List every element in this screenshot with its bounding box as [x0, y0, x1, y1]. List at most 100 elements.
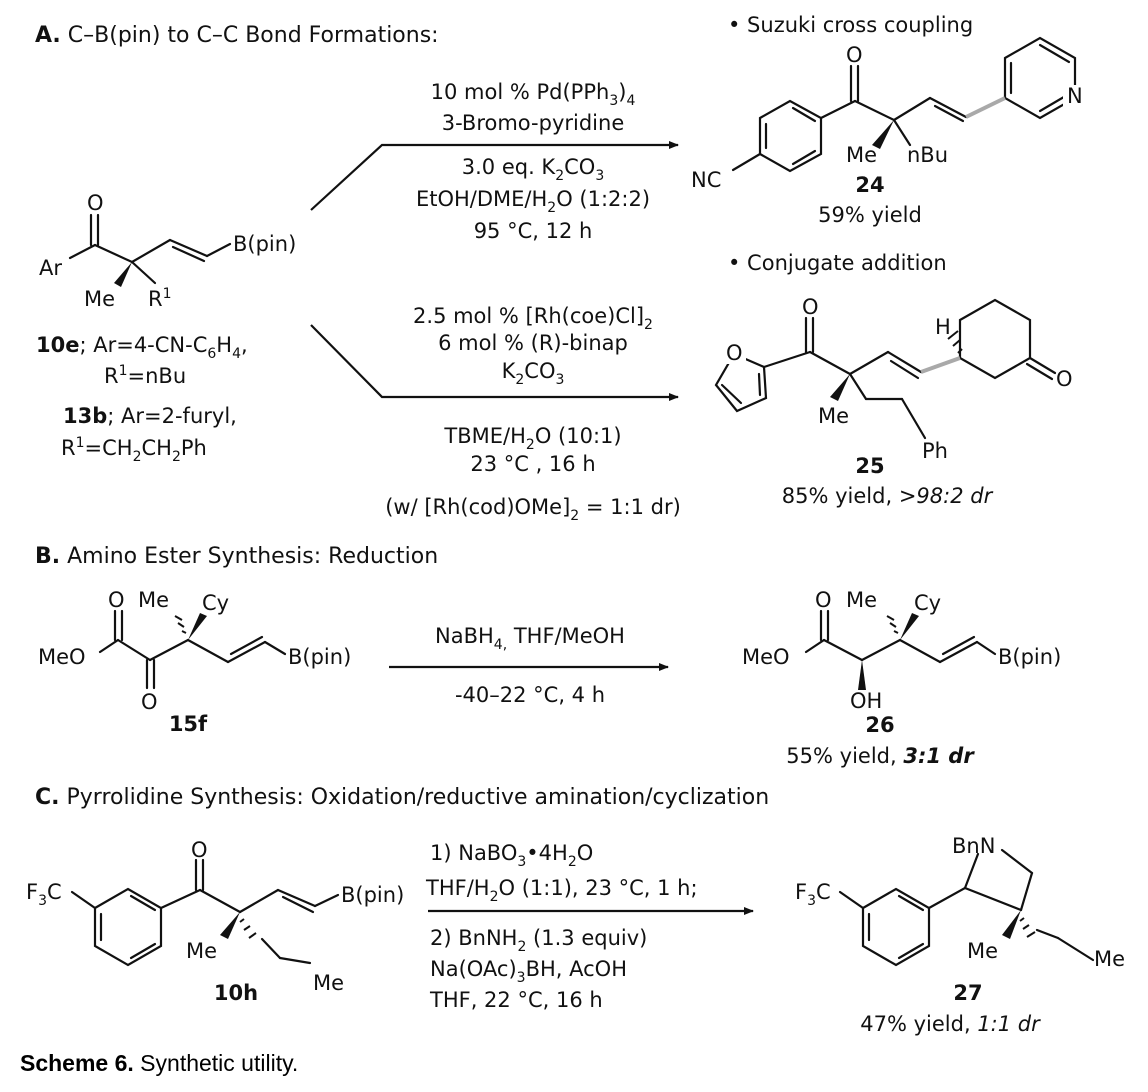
atom-cy: Cy	[914, 591, 941, 615]
atom-oh: OH	[850, 689, 882, 713]
atom-meo: MeO	[38, 645, 86, 669]
atom-bpin: B(pin)	[288, 645, 351, 669]
atom-o-top: O	[815, 588, 832, 612]
svg-text:10 mol % Pd(PPh3)4: 10 mol % Pd(PPh3)4	[431, 80, 636, 109]
atom-n: N	[1067, 84, 1083, 108]
svg-text:23 °C , 16 h: 23 °C , 16 h	[470, 452, 595, 476]
wedge-bond-26-oh	[858, 660, 866, 690]
atom-h: H	[935, 315, 951, 339]
svg-text:2) BnNH2 (1.3 equiv): 2) BnNH2 (1.3 equiv)	[430, 926, 647, 955]
wedge-bond-10h	[220, 912, 240, 939]
conjugate-addition-conditions: 2.5 mol % [Rh(coe)Cl]2 6 mol % (R)-binap…	[385, 304, 681, 524]
atom-bnn: BnN	[952, 834, 995, 858]
compound-25: 25	[855, 454, 884, 478]
starting-material-15f	[98, 609, 287, 690]
section-a-header: A. C–B(pin) to C–C Bond Formations:	[35, 23, 439, 48]
atom-me: Me	[967, 939, 998, 963]
hashed-bond-15f	[174, 615, 187, 634]
substrate-line-10e: 10e; Ar=4-CN-C6H4,	[36, 333, 248, 362]
atom-bpin: B(pin)	[233, 232, 296, 256]
compound-10h: 10h	[214, 981, 258, 1005]
atom-o: O	[191, 838, 208, 862]
atom-bpin: B(pin)	[998, 645, 1061, 669]
atom-cy: Cy	[202, 591, 229, 615]
scheme-caption: Scheme 6. Synthetic utility.	[20, 1050, 298, 1076]
atom-bpin: B(pin)	[341, 883, 404, 907]
atom-o-bottom: O	[141, 690, 158, 714]
suzuki-conditions: 10 mol % Pd(PPh3)4 3-Bromo-pyridine 3.0 …	[416, 80, 650, 243]
atom-me: Me	[138, 588, 169, 612]
section-b: B. Amino Ester Synthesis: Reduction MeO …	[35, 544, 1061, 768]
atom-meo: MeO	[742, 645, 790, 669]
wedge-bond-15f	[188, 613, 207, 640]
atom-o-top: O	[108, 588, 125, 612]
svg-text:K2CO3: K2CO3	[502, 359, 565, 388]
wedge-bond-27	[1002, 910, 1021, 939]
svg-text:(w/ [Rh(cod)OMe]2 = 1:1 dr): (w/ [Rh(cod)OMe]2 = 1:1 dr)	[385, 495, 681, 524]
atom-me-chain: Me	[1094, 947, 1125, 971]
svg-text:TBME/H2O (10:1): TBME/H2O (10:1)	[443, 424, 621, 453]
atom-me: Me	[846, 588, 877, 612]
atom-nc: NC	[691, 168, 721, 192]
svg-text:95 °C, 12 h: 95 °C, 12 h	[474, 219, 593, 243]
new-bond-25	[920, 356, 961, 374]
hashed-bond-25	[947, 330, 963, 354]
hashed-bond-26	[886, 615, 899, 634]
svg-text:6 mol % (R)-binap: 6 mol % (R)-binap	[438, 331, 628, 355]
svg-text:THF/H2O (1:1), 23 °C, 1 h;: THF/H2O (1:1), 23 °C, 1 h;	[425, 876, 698, 905]
product-27	[838, 848, 1095, 967]
compound-27: 27	[953, 981, 982, 1005]
atom-r1: R1	[148, 286, 172, 311]
yield-26: 55% yield, 3:1 dr	[786, 744, 975, 768]
svg-text:THF, 22 °C, 16 h: THF, 22 °C, 16 h	[429, 988, 603, 1012]
wedge-bond-24	[872, 120, 894, 149]
svg-text:EtOH/DME/H2O (1:2:2): EtOH/DME/H2O (1:2:2)	[416, 187, 650, 216]
substrate-line-r1-nbu: R1=nBu	[104, 363, 186, 388]
section-b-header: B. Amino Ester Synthesis: Reduction	[35, 544, 438, 569]
cyclization-conditions: 1) NaBO3•4H2O THF/H2O (1:1), 23 °C, 1 h;…	[425, 841, 698, 1012]
atom-o-ketone: O	[802, 295, 819, 319]
yield-27: 47% yield, 1:1 dr	[860, 1012, 1041, 1036]
atom-me: Me	[846, 143, 877, 167]
product-24	[731, 36, 1077, 173]
suzuki-title: • Suzuki cross coupling	[728, 13, 973, 37]
wedge-bond	[114, 262, 132, 287]
wedge-bond-25	[830, 374, 850, 401]
yield-24: 59% yield	[818, 203, 922, 227]
section-a: A. C–B(pin) to C–C Bond Formations: O Ar…	[35, 13, 1089, 524]
atom-f3c: F3C	[26, 880, 62, 909]
atom-ph: Ph	[922, 439, 948, 463]
branch-arrows	[310, 141, 679, 401]
reduction-conditions-line2: -40–22 °C, 4 h	[455, 683, 605, 707]
hashed-bond-10h	[239, 918, 257, 939]
new-bond-24	[965, 96, 1006, 119]
substrate-line-r1-ch2ch2ph: R1=CH2CH2Ph	[61, 435, 207, 465]
atom-o-ring: O	[1056, 367, 1073, 391]
svg-text:Na(OAc)3BH, AcOH: Na(OAc)3BH, AcOH	[430, 957, 627, 986]
atom-nbu: nBu	[907, 143, 948, 167]
section-c: C. Pyrrolidine Synthesis: Oxidation/redu…	[26, 785, 1125, 1036]
section-c-header: C. Pyrrolidine Synthesis: Oxidation/redu…	[35, 785, 769, 810]
product-26	[804, 609, 997, 664]
svg-text:3.0 eq. K2CO3: 3.0 eq. K2CO3	[462, 155, 605, 184]
substrate-line-13b: 13b; Ar=2-furyl,	[63, 404, 237, 428]
atom-me: Me	[818, 404, 849, 428]
atom-ar: Ar	[39, 256, 62, 280]
reduction-conditions-line1: NaBH4, THF/MeOH	[435, 624, 625, 653]
atom-f3c: F3C	[795, 880, 831, 909]
atom-me-chain: Me	[313, 971, 344, 995]
compound-24: 24	[855, 173, 884, 197]
yield-25: 85% yield, >98:2 dr	[782, 484, 994, 508]
svg-text:3-Bromo-pyridine: 3-Bromo-pyridine	[442, 111, 625, 135]
hashed-bond-27	[1019, 917, 1036, 938]
wedge-bond-26	[900, 613, 919, 640]
atom-o: O	[846, 43, 863, 67]
atom-o-furan: O	[726, 341, 743, 365]
atom-me: Me	[84, 287, 115, 311]
product-25	[714, 298, 1057, 440]
conjugate-title: • Conjugate addition	[728, 251, 947, 275]
compound-26: 26	[865, 713, 894, 737]
atom-me: Me	[186, 939, 217, 963]
starting-material-10e-13b	[68, 213, 232, 285]
